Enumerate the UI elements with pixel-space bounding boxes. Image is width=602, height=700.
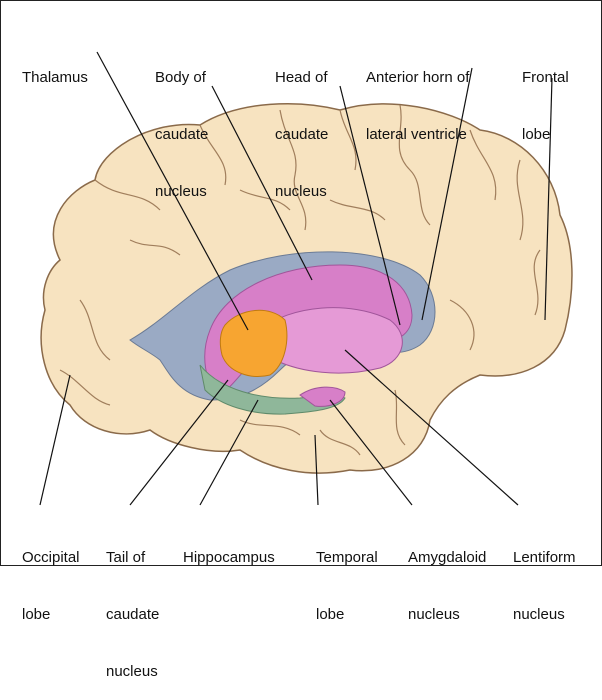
label-anterior-horn: Anterior horn of lateral ventricle: [366, 69, 470, 143]
leader-temporal-lobe: [314, 434, 319, 506]
leader-occipital-lobe: [39, 374, 71, 506]
label-tail-of-caudate-nucleus: Tail of caudate nucleus: [106, 549, 160, 680]
label-thalamus: Thalamus: [22, 69, 88, 86]
leader-lines: [39, 51, 553, 506]
leader-hippocampus: [199, 399, 259, 506]
leader-anterior-horn: [421, 67, 473, 321]
leader-tail-caudate: [129, 379, 229, 506]
label-temporal-lobe: Temporal lobe: [316, 549, 378, 623]
leader-amygdaloid: [329, 399, 413, 506]
label-frontal-lobe: Frontal lobe: [522, 69, 569, 143]
label-lentiform-nucleus: Lentiform nucleus: [513, 549, 576, 623]
label-occipital-lobe: Occipital lobe: [22, 549, 80, 623]
leader-frontal-lobe: [544, 77, 553, 321]
label-amygdaloid-nucleus: Amygdaloid nucleus: [408, 549, 487, 623]
brain-diagram: [39, 51, 573, 506]
amygdaloid-nucleus: [299, 386, 346, 407]
label-hippocampus: Hippocampus: [183, 549, 275, 566]
leader-body-caudate: [211, 85, 313, 281]
leader-thalamus: [96, 51, 249, 331]
leader-head-caudate: [339, 85, 401, 326]
leader-lentiform: [344, 349, 519, 506]
thalamus-structure: [219, 309, 288, 377]
brain-sulci: [59, 104, 541, 456]
label-body-of-caudate-nucleus: Body of caudate nucleus: [155, 69, 209, 200]
label-head-of-caudate-nucleus: Head of caudate nucleus: [275, 69, 329, 200]
